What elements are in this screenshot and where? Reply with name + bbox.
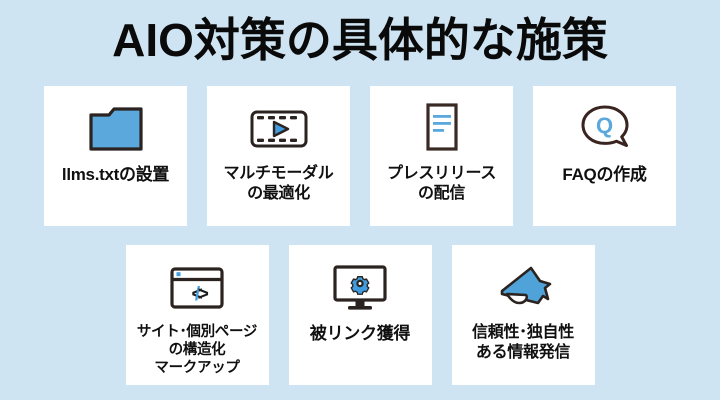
megaphone-icon [490,259,556,317]
card-label: FAQの作成 [562,165,647,184]
card-label: 被リンク獲得 [309,324,411,343]
card-label: マルチモーダル の最適化 [223,165,334,202]
folder-icon [87,100,145,158]
card-llms-txt[interactable]: llms.txtの設置 [44,86,187,226]
card-label: プレスリリース の配信 [386,165,497,202]
card-row-2: < / > サイト･個別ページ の構造化 マークアップ [0,245,720,385]
card-backlinks[interactable]: 被リンク獲得 [288,245,432,385]
card-multimodal[interactable]: マルチモーダル の最適化 [207,86,350,226]
document-lines-icon [419,100,465,158]
film-play-icon [248,100,310,158]
svg-text:Q: Q [595,113,612,138]
svg-text:>: > [187,284,209,305]
card-press-release[interactable]: プレスリリース の配信 [370,86,513,226]
card-label: サイト･個別ページ の構造化 マークアップ [136,324,258,376]
card-label: llms.txtの設置 [61,165,170,184]
browser-code-icon: < / > [167,259,227,317]
monitor-gear-icon [330,259,390,317]
card-faq[interactable]: Q FAQの作成 [533,86,676,226]
svg-text:/: / [195,284,201,305]
card-structured-markup[interactable]: < / > サイト･個別ページ の構造化 マークアップ [125,245,269,385]
card-trustworthy-info[interactable]: 信頼性･独自性 ある情報発信 [451,245,595,385]
card-row-1: llms.txtの設置 [0,86,720,226]
card-label: 信頼性･独自性 ある情報発信 [472,324,574,361]
page-title: AIO対策の具体的な施策 [112,14,608,66]
svg-text:<: < [191,284,202,305]
speech-bubble-q-icon: Q [577,100,633,158]
